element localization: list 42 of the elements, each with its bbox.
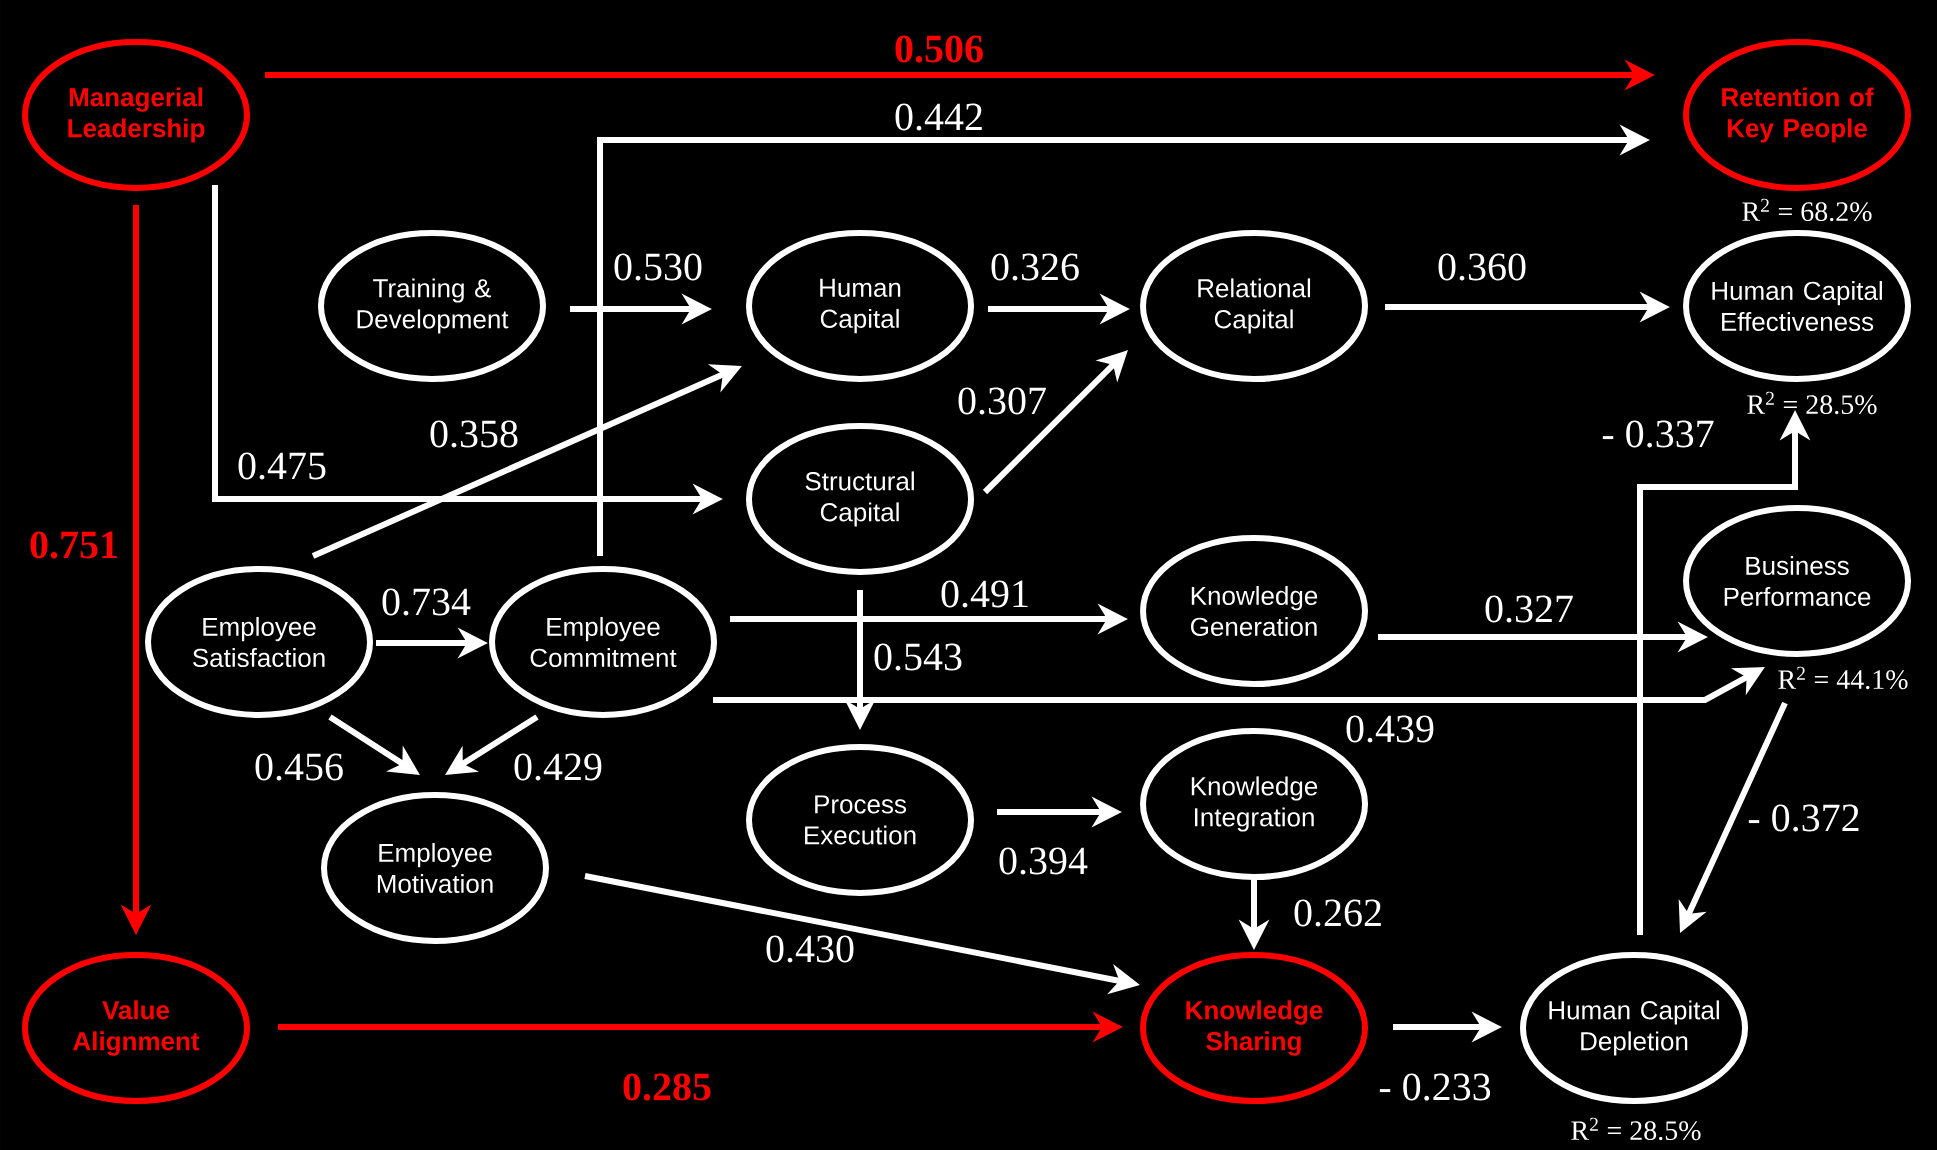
edge-label: - 0.337 [1599,418,1717,450]
edge-label: 0.394 [996,845,1090,877]
ellipse-node: Employee Commitment [489,566,717,718]
edge-label: 0.326 [988,251,1082,283]
ellipse-node: Human Capital Depletion [1520,952,1748,1104]
ellipse-node: Retention of Key People [1683,39,1911,191]
edge-label: 0.491 [938,578,1032,610]
edge-label: 0.751 [27,529,121,561]
edge-label: 0.358 [427,418,521,450]
edge-label: 0.285 [620,1071,714,1103]
r-squared-label: R$^{2}$ = 68.2% [1742,198,1872,222]
edge-label: 0.442 [892,101,986,133]
ellipse-node: Employee Satisfaction [145,566,373,718]
ellipse-node: Human Capital Effectiveness [1683,230,1911,382]
r-squared-label: R$^{2}$ = 28.5% [1747,391,1877,415]
ellipse-node: Managerial Leadership [22,39,250,191]
ellipse-node: Knowledge Sharing [1140,952,1368,1104]
ellipse-node: Structural Capital [746,423,974,575]
edge-label: 0.430 [763,933,857,965]
edge-label: 0.530 [611,251,705,283]
edge-label: 0.543 [871,641,965,673]
ellipse-node: Employee Motivation [321,792,549,944]
edge-label: 0.262 [1291,897,1385,929]
ellipse-node: Business Performance [1683,505,1911,657]
edge-label: 0.360 [1435,251,1529,283]
ellipse-node: Value Alignment [22,952,250,1104]
edge-label: 0.506 [892,33,986,65]
edge-label: - 0.233 [1376,1071,1494,1103]
r-squared-label: R$^{2}$ = 28.5% [1571,1117,1701,1141]
r-squared-label: R$^{2}$ = 44.1% [1778,666,1908,690]
ellipse-node: Process Execution [746,744,974,896]
ellipse-node: Knowledge Generation [1140,535,1368,687]
edge-label: 0.307 [955,385,1049,417]
edge-label: 0.327 [1482,593,1576,625]
edge-label: - 0.372 [1745,802,1863,834]
ellipse-node: Training & Development [318,230,546,382]
ellipse-node: Human Capital [746,230,974,382]
edge-label: 0.475 [235,450,329,482]
edge-label: 0.429 [511,751,605,783]
edge-label: 0.734 [379,586,473,618]
edge-label: 0.456 [252,751,346,783]
ellipse-node: Relational Capital [1140,230,1368,382]
